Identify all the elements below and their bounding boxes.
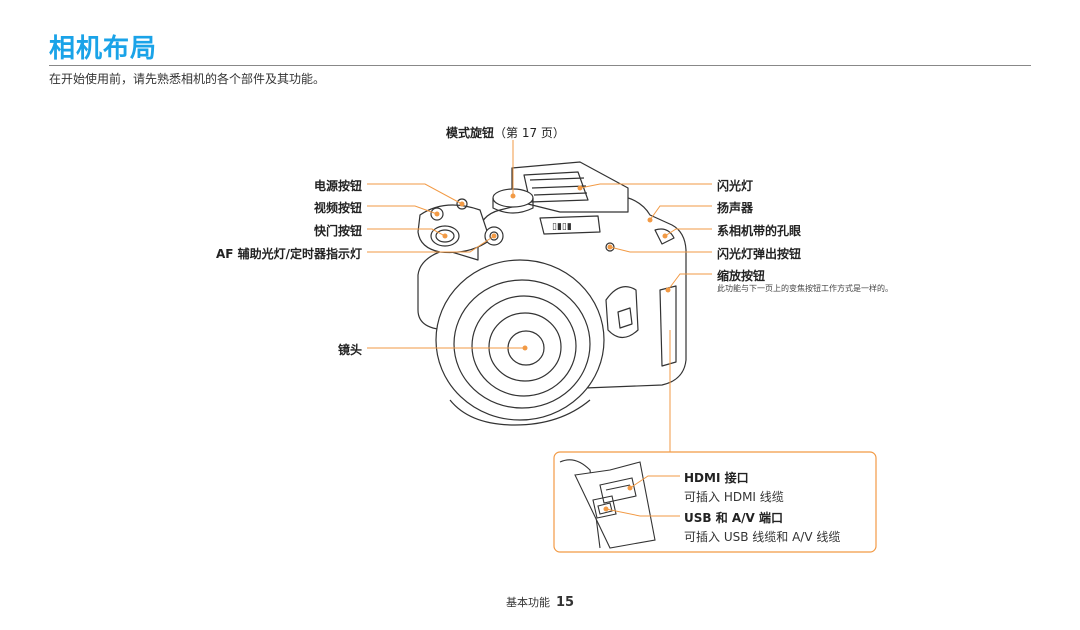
mode-dial-page-ref: （第 17 页）: [494, 126, 565, 140]
ports-illustration: [559, 459, 656, 549]
power-button-label: 电源按钮: [313, 179, 362, 193]
strap-eyelet-label: 系相机带的孔眼: [717, 224, 802, 238]
flash-label: 闪光灯: [717, 179, 754, 193]
callout-lines: [367, 140, 712, 452]
page-footer: 基本功能 15: [0, 594, 1080, 610]
hdmi-port-desc: 可插入 HDMI 线缆: [684, 490, 784, 504]
page-title: 相机布局: [49, 34, 158, 64]
shutter-button-label: 快门按钮: [313, 224, 362, 238]
camera-illustration: ▯▮▯▮: [417, 161, 687, 426]
speaker-label: 扬声器: [717, 201, 754, 215]
footer-section: 基本功能: [505, 596, 550, 609]
intro-text: 在开始使用前，请先熟悉相机的各个部件及其功能。: [49, 72, 326, 86]
callout-dots: [434, 185, 671, 351]
usb-av-port-label: USB 和 A/V 端口: [684, 511, 784, 525]
mode-dial-label: 模式旋钮（第 17 页）: [446, 124, 565, 141]
zoom-button-note: 此功能与下一页上的变焦按钮工作方式是一样的。: [717, 284, 893, 293]
svg-text:▯▮▯▮: ▯▮▯▮: [552, 222, 572, 232]
page-number: 15: [555, 595, 575, 610]
mode-dial-text: 模式旋钮: [446, 126, 495, 140]
flash-popup-button-label: 闪光灯弹出按钮: [717, 247, 802, 261]
title-divider: [49, 65, 1031, 66]
lens-label: 镜头: [337, 343, 362, 357]
hdmi-port-label: HDMI 接口: [684, 471, 749, 485]
af-lamp-label: AF 辅助光灯/定时器指示灯: [215, 247, 362, 261]
video-button-label: 视频按钮: [313, 201, 362, 215]
zoom-button-label: 缩放按钮: [717, 269, 766, 283]
usb-av-port-desc: 可插入 USB 线缆和 A/V 线缆: [684, 530, 841, 544]
